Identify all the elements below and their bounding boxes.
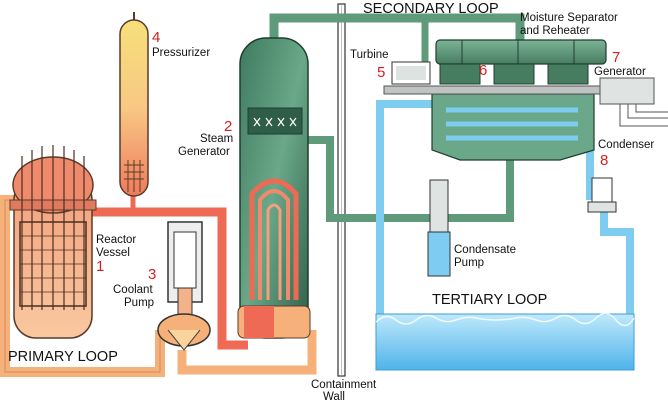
- reactor-vessel-number: 1: [96, 258, 104, 275]
- steam-generator-number: 2: [224, 118, 232, 135]
- reactor-vessel-label-2: Vessel: [96, 247, 130, 259]
- primary-loop-label: PRIMARY LOOP: [8, 349, 118, 365]
- generator-number: 7: [612, 49, 620, 66]
- reactor-vessel-label-1: Reactor: [96, 234, 136, 246]
- condenser-number: 8: [600, 152, 608, 169]
- turbine-label: Turbine: [350, 49, 389, 61]
- coolant-pump-label-1: Coolant: [113, 284, 153, 296]
- pressurizer-number: 4: [152, 29, 160, 46]
- circulating-pump: [587, 177, 617, 213]
- reactor-vessel: [9, 145, 97, 339]
- moisture-separator-number: 6: [479, 62, 487, 79]
- pressurizer-label: Pressurizer: [152, 47, 210, 59]
- steam-generator: [237, 37, 311, 339]
- condensate-pump-label-2: Pump: [454, 257, 484, 269]
- moisture-separator-reheater: [435, 39, 607, 85]
- steam-generator-label-1: Steam: [200, 133, 233, 145]
- condenser-label: Condenser: [598, 139, 654, 151]
- turbine: [391, 61, 431, 85]
- coolant-pump-number: 3: [148, 266, 156, 283]
- containment-wall-label-1: Containment: [311, 379, 377, 391]
- containment-wall: [337, 3, 346, 377]
- secondary-loop-label: SECONDARY LOOP: [363, 1, 499, 17]
- moisture-separator-label-1: Moisture Separator: [520, 12, 618, 24]
- coolant-pump-label-2: Pump: [124, 297, 154, 309]
- condensate-pump: [427, 179, 451, 277]
- condensate-pump-label-1: Condensate: [454, 244, 516, 256]
- turbine-number: 5: [377, 64, 385, 81]
- coolant-pump: [157, 221, 211, 351]
- containment-wall-label-2: Wall: [323, 391, 345, 403]
- pressurizer: [119, 12, 149, 197]
- steam-generator-label-2: Generator: [178, 146, 230, 158]
- tertiary-loop-label: TERTIARY LOOP: [432, 292, 547, 308]
- generator: [383, 77, 668, 127]
- moisture-separator-label-2: and Reheater: [520, 25, 590, 37]
- condenser: [431, 93, 595, 161]
- generator-label: Generator: [594, 66, 646, 78]
